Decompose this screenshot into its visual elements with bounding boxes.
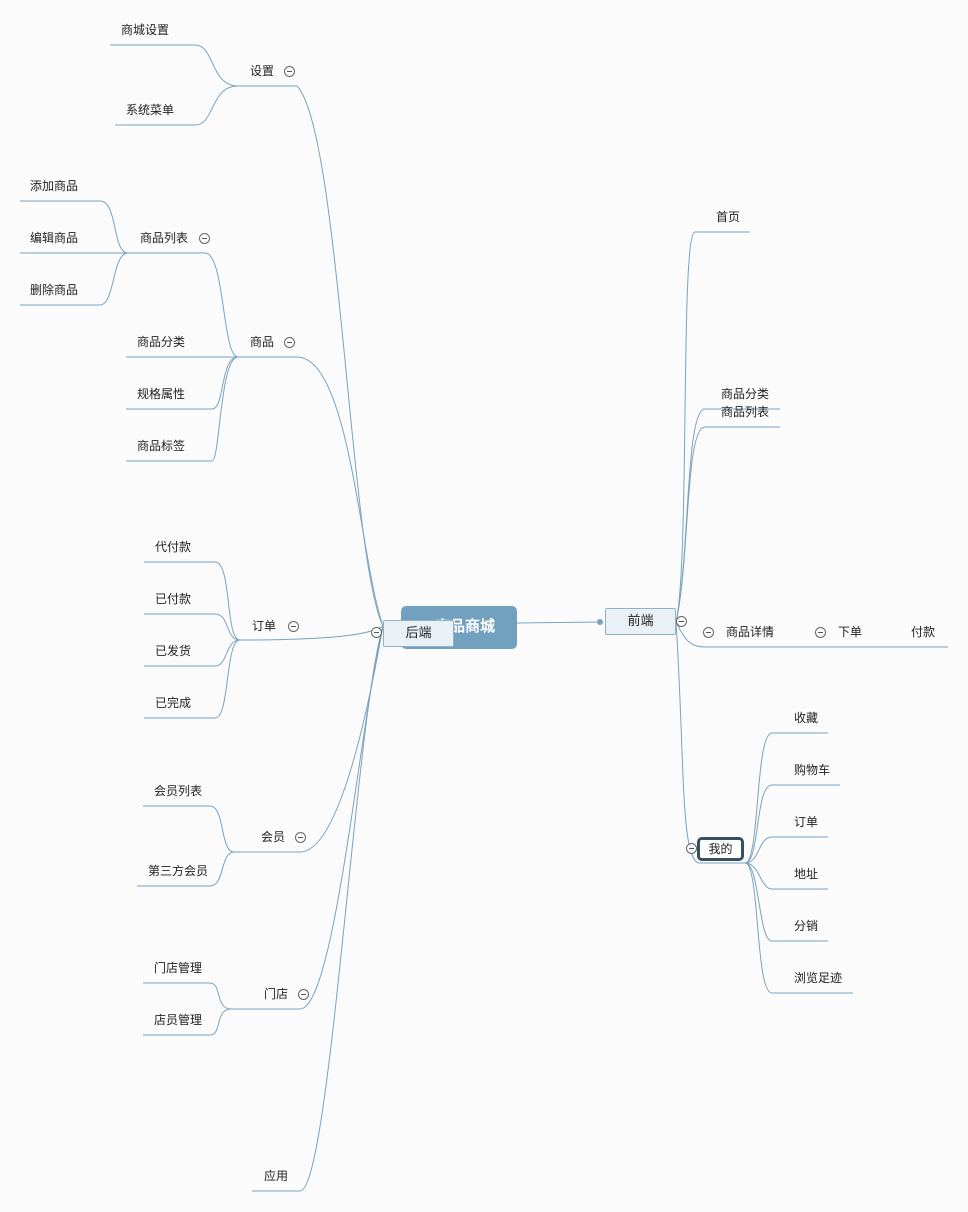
node-add-goods[interactable]: 添加商品 bbox=[30, 179, 79, 193]
topic-orders[interactable]: 订单 bbox=[252, 619, 277, 633]
collapse-order-icon[interactable] bbox=[815, 627, 826, 638]
topic-backend[interactable]: 后端 bbox=[383, 620, 454, 647]
node-delete-goods[interactable]: 删除商品 bbox=[30, 283, 79, 297]
node-address[interactable]: 地址 bbox=[794, 867, 819, 881]
connector-dot bbox=[597, 619, 603, 625]
collapse-detail-icon[interactable] bbox=[703, 627, 714, 638]
node-favorites[interactable]: 收藏 bbox=[794, 711, 819, 725]
node-store-management[interactable]: 门店管理 bbox=[154, 961, 203, 975]
node-staff-management[interactable]: 店员管理 bbox=[154, 1013, 203, 1027]
node-completed[interactable]: 已完成 bbox=[155, 696, 192, 710]
collapse-frontend-icon[interactable] bbox=[676, 616, 687, 627]
node-goods-detail[interactable]: 商品详情 bbox=[726, 625, 775, 639]
topic-stores[interactable]: 门店 bbox=[264, 987, 289, 1001]
collapse-mine-icon[interactable] bbox=[686, 843, 697, 854]
topic-frontend[interactable]: 前端 bbox=[605, 608, 676, 635]
node-front-goods-list[interactable]: 商品列表 bbox=[721, 405, 770, 419]
node-mall-settings[interactable]: 商城设置 bbox=[121, 23, 170, 37]
node-paid[interactable]: 已付款 bbox=[155, 592, 192, 606]
topic-apps[interactable]: 应用 bbox=[264, 1169, 289, 1183]
node-edit-goods[interactable]: 编辑商品 bbox=[30, 231, 79, 245]
collapse-members-icon[interactable] bbox=[295, 832, 306, 843]
node-third-party-members[interactable]: 第三方会员 bbox=[148, 864, 209, 878]
node-place-order[interactable]: 下单 bbox=[838, 625, 863, 639]
topic-members[interactable]: 会员 bbox=[261, 830, 286, 844]
collapse-goods-icon[interactable] bbox=[284, 337, 295, 348]
node-pay[interactable]: 付款 bbox=[911, 625, 936, 639]
topic-settings[interactable]: 设置 bbox=[250, 64, 275, 78]
node-front-category[interactable]: 商品分类 bbox=[721, 387, 770, 401]
node-spec-attrs[interactable]: 规格属性 bbox=[137, 387, 186, 401]
collapse-goods-list-icon[interactable] bbox=[199, 233, 210, 244]
collapse-backend-icon[interactable] bbox=[371, 627, 382, 638]
node-distribution[interactable]: 分销 bbox=[794, 919, 819, 933]
collapse-stores-icon[interactable] bbox=[298, 989, 309, 1000]
node-member-list[interactable]: 会员列表 bbox=[154, 784, 203, 798]
node-goods-list[interactable]: 商品列表 bbox=[140, 231, 189, 245]
node-mine[interactable]: 我的 bbox=[697, 837, 744, 861]
node-goods-tags[interactable]: 商品标签 bbox=[137, 439, 186, 453]
collapse-settings-icon[interactable] bbox=[284, 66, 295, 77]
node-goods-category[interactable]: 商品分类 bbox=[137, 335, 186, 349]
topic-goods[interactable]: 商品 bbox=[250, 335, 275, 349]
node-my-orders[interactable]: 订单 bbox=[794, 815, 819, 829]
collapse-orders-icon[interactable] bbox=[288, 621, 299, 632]
node-shipped[interactable]: 已发货 bbox=[155, 644, 192, 658]
node-home[interactable]: 首页 bbox=[716, 210, 741, 224]
node-cart[interactable]: 购物车 bbox=[794, 763, 831, 777]
node-browse-history[interactable]: 浏览足迹 bbox=[794, 971, 843, 985]
node-pending-payment[interactable]: 代付款 bbox=[155, 540, 192, 554]
node-system-menu[interactable]: 系统菜单 bbox=[126, 103, 175, 117]
